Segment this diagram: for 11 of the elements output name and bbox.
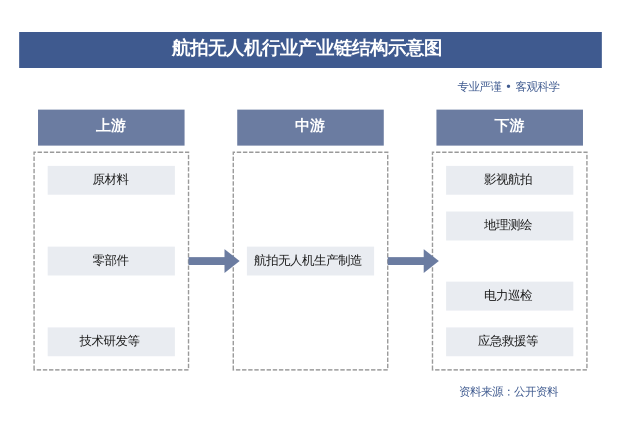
node-box: 上游 [38, 109, 185, 146]
cluster [33, 151, 190, 370]
label: 资料来源：公开资料 [459, 384, 558, 398]
diagram-title: 航拍无人机行业产业链结构示意图 [172, 38, 442, 59]
arrow [388, 248, 439, 272]
cluster [432, 151, 588, 370]
arrow [188, 248, 240, 272]
label: 专业严谨 • 客观科学 [457, 78, 560, 93]
node-box: 中游 [237, 109, 384, 146]
cluster [232, 151, 388, 370]
node-box: 下游 [436, 109, 583, 146]
